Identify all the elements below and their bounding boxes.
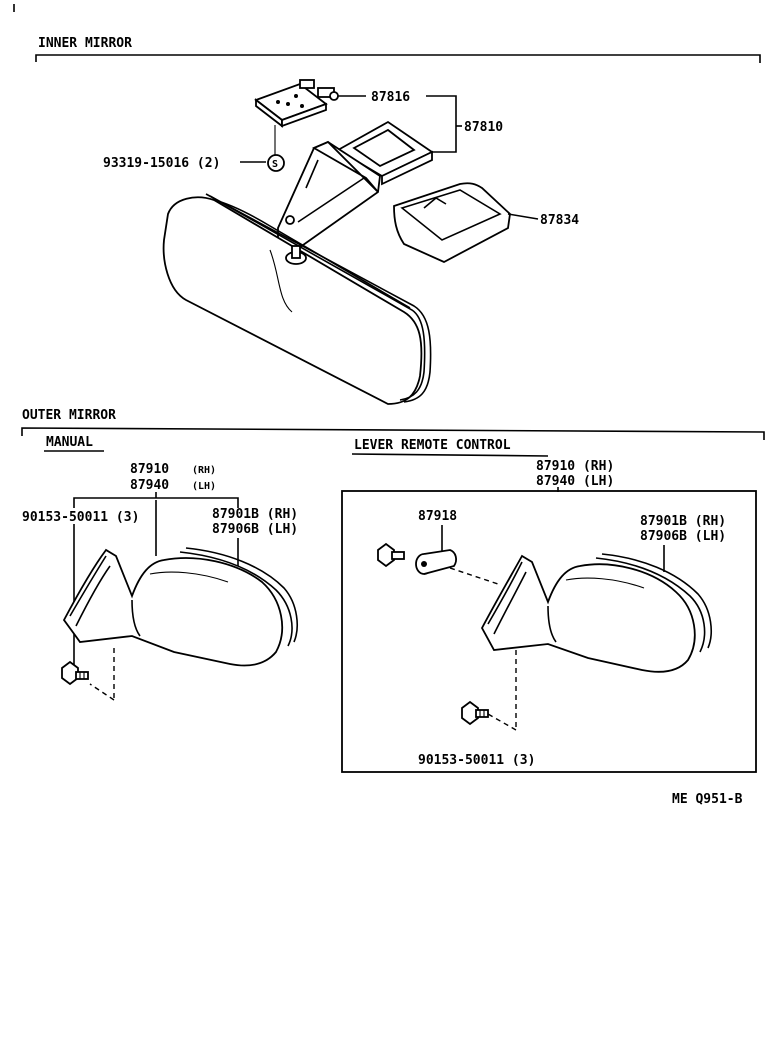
remote-screw-guide-2 (487, 713, 517, 731)
lever-remote-heading: LEVER REMOTE CONTROL (354, 438, 511, 453)
leader-87834 (507, 213, 539, 220)
label-93319: 93319-15016 (2) (103, 156, 220, 171)
mounting-plate (254, 82, 328, 128)
label-87810: 87810 (464, 120, 503, 135)
remote-screw-90153 (461, 700, 489, 726)
label-87834: 87834 (540, 213, 579, 228)
screw-93319: S (267, 154, 285, 172)
outer-mirror-bracket (21, 427, 765, 440)
figure-code: ME Q951-B (672, 792, 743, 807)
label-manual-87940-side: (LH) (192, 481, 216, 492)
label-manual-87906: 87906B (LH) (212, 522, 298, 537)
manual-outer-mirror (62, 547, 298, 667)
inner-mirror-body (162, 193, 432, 405)
outer-mirror-heading: OUTER MIRROR (22, 408, 116, 423)
label-manual-87910: 87910 (130, 462, 169, 477)
cover-87834 (393, 182, 511, 264)
label-remote-87906: 87906B (LH) (640, 529, 726, 544)
inner-mirror-heading: INNER MIRROR (38, 36, 132, 51)
lever-remote-underline (351, 453, 549, 457)
lever-remote-box (341, 490, 757, 773)
manual-screw-guide-2 (89, 683, 115, 701)
label-remote-87918: 87918 (418, 509, 457, 524)
label-remote-90153: 90153-50011 (3) (418, 753, 535, 768)
label-remote-87940: 87940 (LH) (536, 474, 614, 489)
remote-lever-knob-87918 (415, 549, 457, 575)
inner-mirror-bracket (35, 54, 761, 63)
label-manual-90153: 90153-50011 (3) (22, 510, 139, 525)
manual-screw-90153 (61, 660, 89, 686)
remote-screw-top (377, 542, 405, 568)
remote-outer-mirror (480, 553, 712, 673)
label-remote-87901: 87901B (RH) (640, 514, 726, 529)
manual-heading: MANUAL (46, 435, 93, 450)
label-manual-87901: 87901B (RH) (212, 507, 298, 522)
label-remote-87910: 87910 (RH) (536, 459, 614, 474)
label-manual-87940: 87940 (130, 478, 169, 493)
label-manual-87910-side: (RH) (192, 465, 216, 476)
leader-87810-bracket (426, 95, 457, 153)
label-87816: 87816 (371, 90, 410, 105)
remote-knob-guide (449, 567, 499, 585)
svg-text:S: S (272, 159, 278, 170)
